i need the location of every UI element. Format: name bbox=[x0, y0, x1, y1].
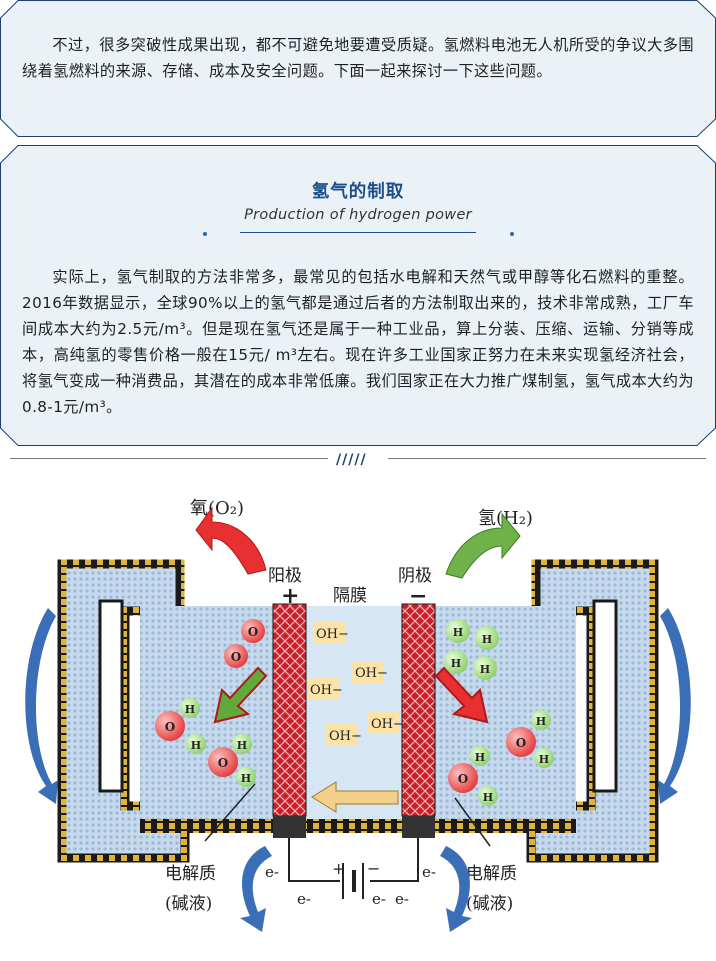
hydrogen-atom: H bbox=[539, 753, 549, 766]
hydrogen-atom: H bbox=[480, 663, 490, 676]
anode-label: 阳极 bbox=[268, 566, 302, 586]
electrolyte-label-right: 电解质 bbox=[466, 864, 517, 884]
oxygen-atom: O bbox=[248, 625, 258, 639]
subtitle-underline bbox=[240, 232, 476, 233]
intro-card: 不过，很多突破性成果出现，都不可避免地要遭受质疑。氢燃料电池无人机所受的争议大多… bbox=[0, 0, 716, 137]
oxygen-atom: O bbox=[516, 736, 526, 750]
right-tank-loop bbox=[526, 559, 659, 863]
external-circuit bbox=[288, 838, 419, 899]
battery-minus: − bbox=[367, 859, 380, 878]
left-tank-loop bbox=[57, 559, 190, 863]
left-return-arrow-icon bbox=[240, 846, 272, 932]
electrolyte-pointer bbox=[454, 797, 491, 847]
hydroxide-ion: OH− bbox=[329, 729, 362, 744]
electron-label: e- bbox=[265, 863, 279, 881]
card-frame bbox=[0, 145, 716, 446]
electrolyte-label-left: 电解质 bbox=[165, 864, 216, 884]
oxygen-arrow-icon bbox=[195, 506, 267, 575]
divider-line-right bbox=[388, 458, 706, 459]
electron-label: e- bbox=[395, 890, 409, 908]
electron-label: e- bbox=[297, 890, 311, 908]
hydroxide-flow-arrow-icon bbox=[311, 781, 399, 813]
section-divider: ///// bbox=[0, 452, 716, 468]
divider-line-left bbox=[10, 458, 328, 459]
hydrogen-atom: H bbox=[483, 791, 493, 804]
electrolyte-sublabel-left: (碱液) bbox=[165, 894, 212, 914]
electron-label: e- bbox=[422, 863, 436, 881]
membrane-label: 隔膜 bbox=[333, 586, 367, 606]
electrolysis-diagram: + − e- e- e- e- e- 阳极 隔膜 阴极 + − 氧(O₂) 氢(… bbox=[25, 498, 691, 932]
hydroxide-ion: OH− bbox=[310, 683, 343, 698]
section-title: 氢气的制取 bbox=[311, 182, 405, 202]
section-card bbox=[0, 145, 716, 446]
hydrogen-atom: H bbox=[453, 626, 463, 639]
left-circulation-arrow-icon bbox=[25, 608, 59, 804]
divider-mark: ///// bbox=[336, 452, 367, 468]
hydrogen-atom: H bbox=[536, 715, 546, 728]
hydrogen-atom: H bbox=[185, 703, 195, 716]
intro-paragraph: 不过，很多突破性成果出现，都不可避免地要遭受质疑。氢燃料电池无人机所受的争议大多… bbox=[22, 36, 694, 80]
hydrogen-migration-arrow-icon bbox=[434, 666, 489, 724]
electrolyte-pointer bbox=[204, 783, 256, 842]
right-return-arrow-icon bbox=[440, 846, 472, 932]
oxygen-atom: O bbox=[165, 720, 175, 734]
oxygen-atom: O bbox=[458, 772, 468, 786]
oxygen-migration-arrow-icon bbox=[213, 666, 268, 724]
subtitle-dot-left bbox=[203, 232, 207, 236]
electrolyte-sublabel-right: (碱液) bbox=[466, 894, 513, 914]
section-subtitle: Production of hydrogen power bbox=[244, 207, 472, 223]
oxygen-atom: O bbox=[218, 756, 228, 770]
hydrogen-atom: H bbox=[191, 739, 201, 752]
hydroxide-ion: OH− bbox=[355, 666, 388, 681]
hydrogen-atom: H bbox=[451, 657, 461, 670]
cathode-electrode bbox=[401, 603, 436, 817]
cathode-minus: − bbox=[409, 583, 427, 609]
anode-plus: + bbox=[281, 583, 299, 609]
electron-label: e- bbox=[372, 890, 386, 908]
right-circulation-arrow-icon bbox=[658, 608, 691, 804]
hydrogen-atom: H bbox=[475, 751, 485, 764]
hydrogen-atom: H bbox=[241, 772, 251, 785]
tank-bottom-edge bbox=[140, 819, 576, 833]
hydroxide-ion: OH− bbox=[316, 627, 349, 642]
battery-plus: + bbox=[332, 859, 345, 878]
card-frame bbox=[0, 0, 716, 137]
cathode-label: 阴极 bbox=[398, 566, 432, 586]
section-paragraph: 实际上，氢气制取的方法非常多，最常见的包括水电解和天然气或甲醇等化石燃料的重整。… bbox=[22, 268, 694, 416]
hydroxide-ion: OH− bbox=[371, 717, 404, 732]
subtitle-dot-right bbox=[510, 232, 514, 236]
hydrogen-atom: H bbox=[482, 633, 492, 646]
anode-electrode bbox=[272, 603, 307, 817]
oxygen-atom: O bbox=[231, 650, 241, 664]
hydrogen-atom: H bbox=[237, 739, 247, 752]
hydrogen-arrow-icon bbox=[445, 512, 521, 579]
oxygen-label: 氧(O₂) bbox=[190, 498, 244, 519]
